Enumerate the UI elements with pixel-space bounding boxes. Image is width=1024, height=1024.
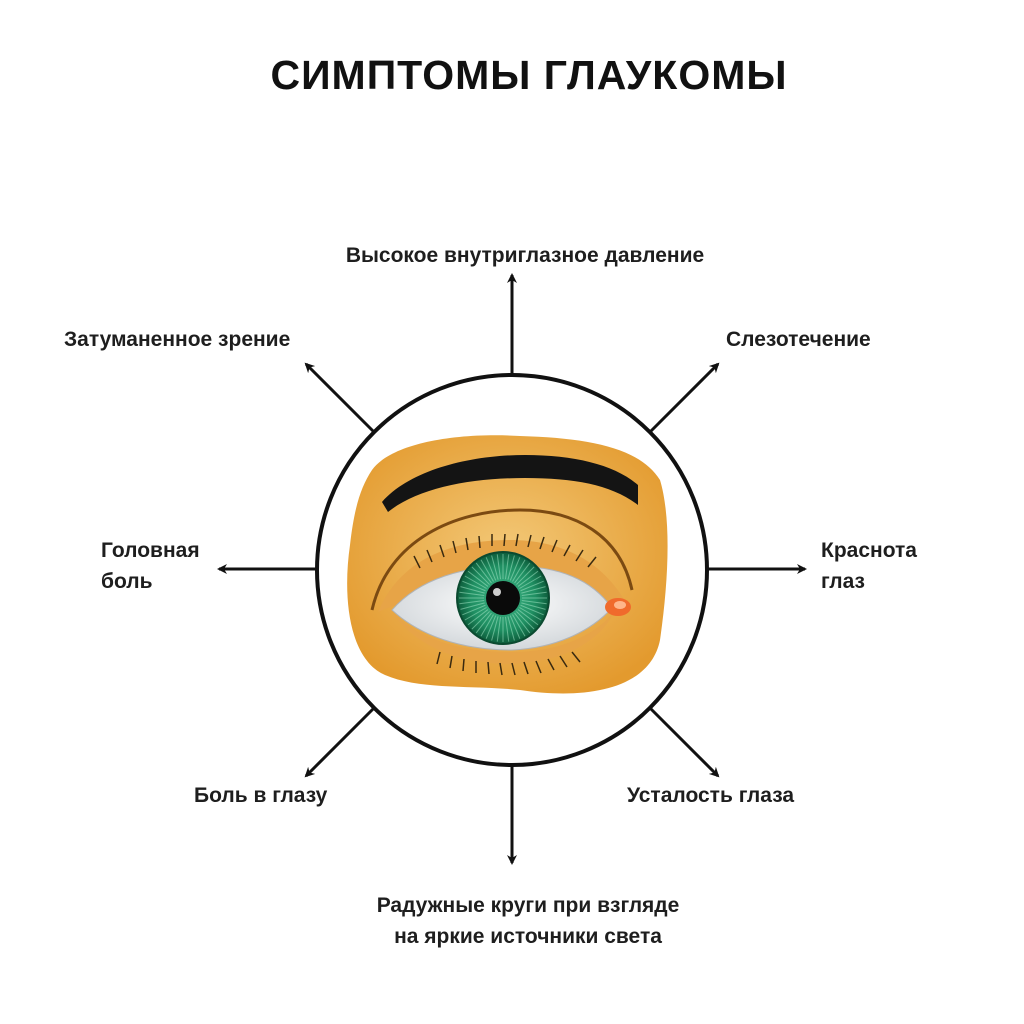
iris-fiber bbox=[467, 570, 489, 587]
iris-ring bbox=[456, 551, 550, 645]
tear-caruncle-highlight bbox=[614, 601, 626, 609]
arrow-bottom-left bbox=[304, 706, 376, 778]
eye-illustration bbox=[347, 435, 668, 694]
iris-fiber bbox=[516, 611, 535, 630]
iris-fiber bbox=[521, 591, 547, 597]
iris-fiber bbox=[491, 616, 499, 641]
symptom-left-line-1: Головная bbox=[101, 539, 200, 562]
iris-fiber bbox=[520, 580, 544, 592]
iris-fiber bbox=[519, 607, 542, 621]
symptom-bottom-right: Усталость глаза bbox=[627, 784, 795, 807]
upper-lashes bbox=[413, 533, 597, 569]
iris-fiber bbox=[480, 614, 494, 637]
symptom-bottom-line-2: на яркие источники света bbox=[394, 925, 662, 948]
symptom-top: Высокое внутриглазное давление bbox=[345, 244, 705, 267]
iris-fiber bbox=[480, 559, 494, 582]
symptom-top-left: Затуманенное зрение bbox=[64, 328, 291, 351]
symptom-bottom-line-1: Радужные круги при взгляде bbox=[376, 894, 680, 917]
arrows bbox=[217, 273, 807, 865]
iris-fiber bbox=[467, 609, 489, 626]
symptom-left: Головная боль bbox=[101, 535, 200, 597]
lower-lashes bbox=[436, 651, 581, 676]
iris-fiber bbox=[475, 562, 492, 584]
symptom-right-line-2: глаз bbox=[821, 570, 865, 593]
eyelid-crease bbox=[370, 508, 634, 611]
iris-fibers bbox=[459, 554, 547, 642]
iris-fiber bbox=[471, 611, 490, 630]
iris-fiber bbox=[521, 602, 546, 610]
iris-fiber bbox=[459, 591, 485, 597]
iris-fiber bbox=[485, 615, 497, 639]
symptom-left-line-2: боль bbox=[101, 570, 153, 593]
iris-fiber bbox=[459, 599, 485, 605]
iris-fiber bbox=[512, 559, 526, 582]
iris-fiber bbox=[520, 604, 544, 616]
iris-fiber bbox=[517, 609, 539, 626]
arrow-top-left bbox=[304, 362, 376, 434]
symptom-right-line-1: Краснота bbox=[821, 539, 917, 562]
arrow-bottom-right bbox=[648, 706, 720, 778]
eyebrow bbox=[382, 455, 638, 512]
iris-fiber bbox=[514, 562, 531, 584]
pupil bbox=[486, 581, 520, 615]
arrow-top-right bbox=[648, 362, 720, 434]
pupil-highlight bbox=[493, 588, 501, 596]
iris-fiber bbox=[519, 575, 542, 589]
iris-fiber bbox=[462, 604, 486, 616]
iris-fiber bbox=[517, 570, 539, 587]
iris-fiber bbox=[471, 566, 490, 585]
iris-fiber bbox=[496, 554, 502, 580]
lower-lid bbox=[392, 612, 614, 664]
iris-fiber bbox=[509, 557, 521, 581]
iris-fiber bbox=[514, 612, 531, 634]
iris-fiber bbox=[512, 614, 526, 637]
page-title: СИМПТОМЫ ГЛАУКОМЫ bbox=[270, 52, 788, 98]
iris-fiber bbox=[504, 554, 510, 580]
iris-fiber bbox=[496, 616, 502, 642]
iris-fiber bbox=[509, 615, 521, 639]
iris-fiber bbox=[521, 599, 547, 605]
iris-fiber bbox=[464, 575, 487, 589]
symptom-top-right: Слезотечение bbox=[726, 328, 871, 351]
iris-fiber bbox=[475, 612, 492, 634]
iris-fiber bbox=[491, 555, 499, 580]
iris-fiber bbox=[521, 586, 546, 594]
symptom-bottom: Радужные круги при взгляде на яркие исто… bbox=[300, 890, 756, 952]
iris-fiber bbox=[460, 602, 485, 610]
iris-fiber bbox=[462, 580, 486, 592]
iris-fiber bbox=[464, 607, 487, 621]
iris-fiber bbox=[485, 557, 497, 581]
iris-fiber bbox=[504, 616, 510, 642]
iris-fiber bbox=[507, 555, 515, 580]
iris-fiber bbox=[507, 616, 515, 641]
iris-fiber bbox=[516, 566, 535, 585]
symptom-bottom-left: Боль в глазу bbox=[194, 784, 328, 807]
iris-fiber bbox=[460, 586, 485, 594]
symptom-right: Краснота глаз bbox=[821, 535, 917, 597]
